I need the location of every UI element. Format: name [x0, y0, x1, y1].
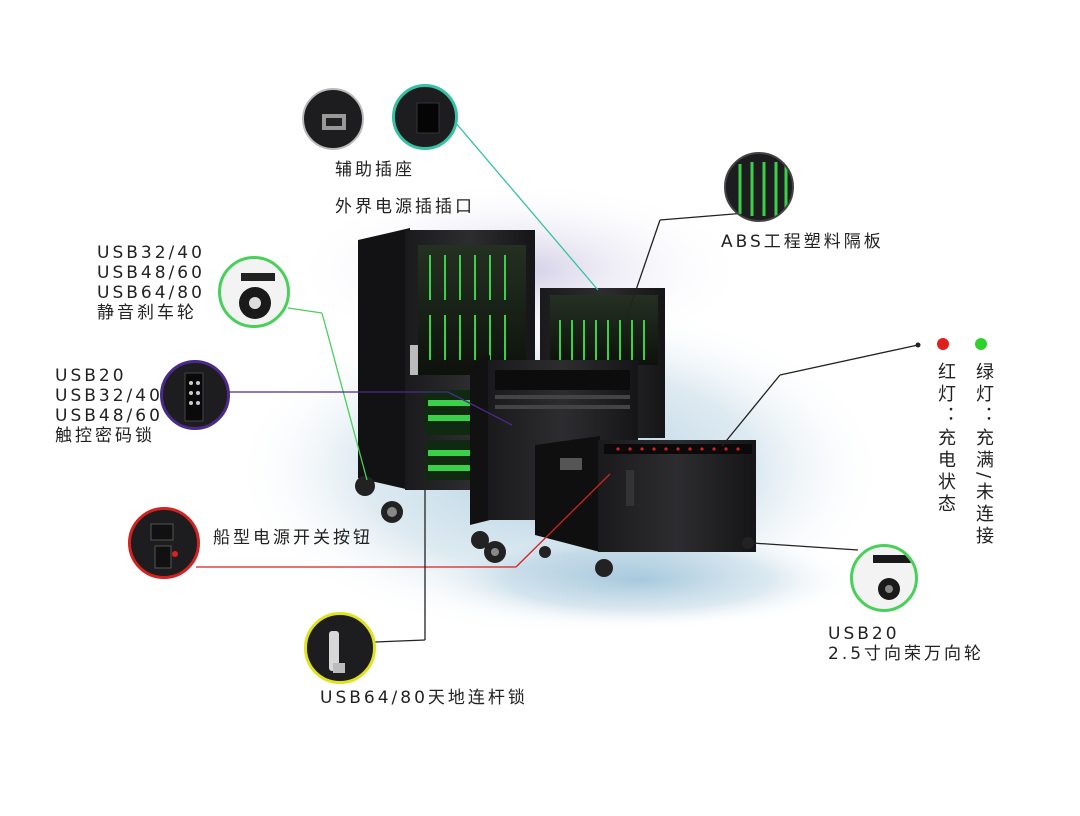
rod-lock-icon [329, 631, 345, 673]
green-light-label: 绿灯：充满/未连接 [973, 362, 994, 549]
abs-board-label: ABS工程塑料隔板 [721, 232, 884, 252]
power-port-detail-circle [392, 84, 458, 150]
rocker-switch-icon [150, 523, 178, 569]
red-indicator-dot [937, 338, 949, 350]
rocker-switch-label: 船型电源开关按钮 [213, 528, 373, 548]
keypad-icon [184, 372, 204, 422]
socket-detail-circle [302, 88, 364, 150]
caster-detail-circle [850, 544, 918, 612]
caster-icon [873, 555, 915, 600]
brake-wheel-model-2: USB48/60 [97, 263, 205, 283]
touch-lock-label: 触控密码锁 [55, 426, 155, 446]
partition-detail-circle [724, 152, 794, 222]
ext-power-label: 外界电源插插口 [335, 197, 475, 217]
brake-wheel-label-group: USB32/40 USB48/60 USB64/80 静音刹车轮 [97, 243, 205, 323]
brake-wheel-model-1: USB32/40 [97, 243, 205, 263]
caster-label-group: USB20 2.5寸向荣万向轮 [828, 624, 984, 664]
brake-wheel-label: 静音刹车轮 [97, 303, 197, 323]
green-indicator-dot [975, 338, 987, 350]
rod-lock-label: USB64/80天地连杆锁 [320, 688, 528, 708]
rocker-switch-detail-circle [128, 507, 200, 579]
brake-wheel-model-3: USB64/80 [97, 283, 205, 303]
power-port-icon [416, 102, 440, 134]
watercolor-splash-bottom [420, 530, 860, 630]
partition-icon [738, 162, 788, 216]
touch-lock-label-group: USB20 USB32/40 USB48/60 触控密码锁 [55, 366, 163, 446]
rod-lock-detail-circle [304, 612, 376, 684]
touch-lock-model-2: USB32/40 [55, 386, 163, 406]
keypad-detail-circle [160, 360, 230, 430]
red-light-label: 红灯：充电状态 [935, 362, 956, 516]
touch-lock-model-3: USB48/60 [55, 406, 163, 426]
brake-wheel-icon [239, 273, 275, 319]
caster-model: USB20 [828, 624, 900, 644]
brake-wheel-detail-circle [218, 256, 290, 328]
aux-socket-label: 辅助插座 [335, 160, 415, 180]
socket-icon [322, 114, 346, 130]
front-cabinet [535, 436, 756, 577]
touch-lock-model-1: USB20 [55, 366, 127, 386]
caster-label: 2.5寸向荣万向轮 [828, 644, 985, 664]
